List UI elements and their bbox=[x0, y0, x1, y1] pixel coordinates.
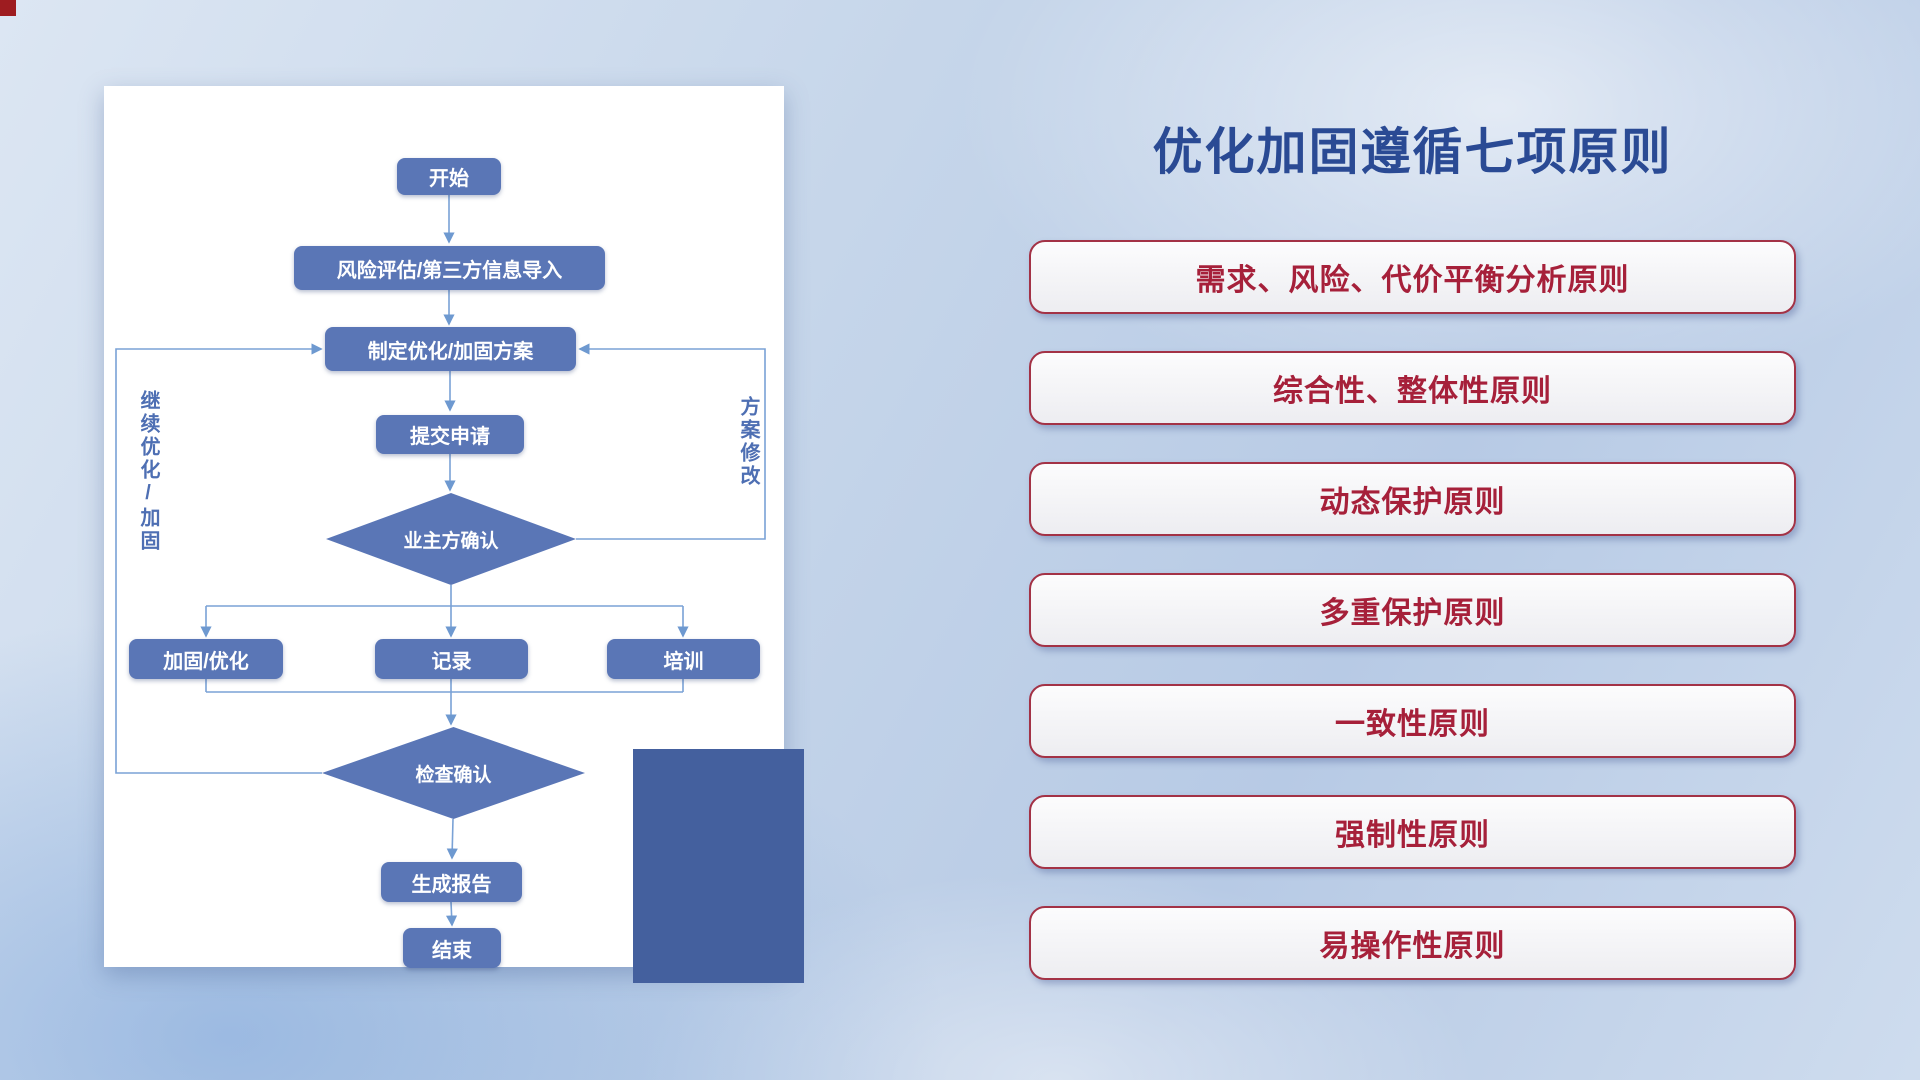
principle-item: 一致性原则 bbox=[1029, 684, 1796, 758]
principle-item: 强制性原则 bbox=[1029, 795, 1796, 869]
accent-navy-rect bbox=[633, 749, 804, 983]
flow-node-reinforce: 加固/优化 bbox=[129, 639, 283, 679]
principle-item: 综合性、整体性原则 bbox=[1029, 351, 1796, 425]
loop-label-continue-optimize: 继续优化/加固 bbox=[137, 390, 159, 553]
principle-item: 动态保护原则 bbox=[1029, 462, 1796, 536]
principle-item: 需求、风险、代价平衡分析原则 bbox=[1029, 240, 1796, 314]
flow-node-training: 培训 bbox=[607, 639, 760, 679]
flow-node-report: 生成报告 bbox=[381, 862, 522, 902]
slide-title: 优化加固遵循七项原则 bbox=[1152, 124, 1673, 180]
flow-node-end: 结束 bbox=[403, 928, 501, 968]
flow-connectors bbox=[115, 195, 766, 927]
principle-item: 多重保护原则 bbox=[1029, 573, 1796, 647]
flow-node-record: 记录 bbox=[375, 639, 528, 679]
flow-node-make-plan: 制定优化/加固方案 bbox=[325, 327, 576, 371]
loop-label-plan-modify: 方案修改 bbox=[737, 396, 759, 488]
principle-item: 易操作性原则 bbox=[1029, 906, 1796, 980]
principles-list: 需求、风险、代价平衡分析原则 综合性、整体性原则 动态保护原则 多重保护原则 一… bbox=[1029, 240, 1796, 980]
flow-node-start: 开始 bbox=[397, 158, 501, 195]
flowchart-card: 开始 风险评估/第三方信息导入 制定优化/加固方案 提交申请 业主方确认 加固/… bbox=[104, 86, 784, 968]
flow-node-submit: 提交申请 bbox=[376, 415, 524, 454]
corner-red-mark bbox=[0, 0, 16, 16]
flow-node-risk-import: 风险评估/第三方信息导入 bbox=[294, 246, 605, 290]
